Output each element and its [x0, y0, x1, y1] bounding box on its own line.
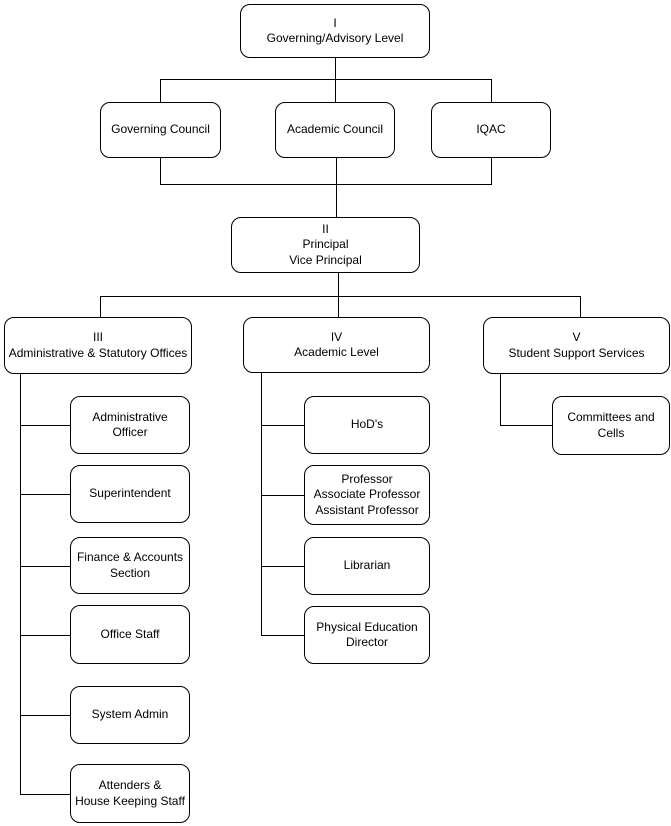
connector-row2-top-bus: [160, 79, 492, 80]
node-academic-level: IV Academic Level: [243, 317, 430, 373]
connector-stub-superintendent: [20, 494, 70, 495]
connector-stub-administrative-officer: [20, 425, 70, 426]
node-student-support-services: V Student Support Services: [483, 317, 670, 374]
connector-level3-spine: [20, 374, 21, 795]
connector-stub-finance: [20, 566, 70, 567]
node-physical-education-director: Physical Education Director: [304, 606, 430, 664]
connector-stub-librarian: [261, 566, 304, 567]
node-iqac: IQAC: [431, 102, 551, 158]
node-attenders-house-keeping: Attenders & House Keeping Staff: [70, 764, 190, 823]
connector-level5-drop: [580, 296, 581, 317]
node-governing-council: Governing Council: [100, 102, 221, 158]
node-governing-advisory-level: I Governing/Advisory Level: [240, 4, 430, 58]
connector-stub-office-staff: [20, 635, 70, 636]
node-office-staff: Office Staff: [70, 605, 190, 664]
node-principal-vice-principal: II Principal Vice Principal: [231, 217, 420, 273]
connector-level5-spine: [500, 374, 501, 425]
connector-academic-council-drop: [335, 79, 336, 102]
connector-stub-committees: [500, 425, 552, 426]
connector-to-principal: [336, 158, 337, 217]
node-hods: HoD's: [304, 396, 430, 454]
node-academic-council: Academic Council: [275, 102, 395, 158]
connector-stub-ped: [261, 635, 304, 636]
connector-principal-drop: [338, 273, 339, 296]
connector-stub-professors: [261, 495, 304, 496]
connector-level4-spine: [261, 373, 262, 635]
node-professors: Professor Associate Professor Assistant …: [304, 465, 430, 525]
connector-stub-system-admin: [20, 715, 70, 716]
node-committees-and-cells: Committees and Cells: [552, 396, 670, 455]
node-administrative-statutory-offices: III Administrative & Statutory Offices: [4, 317, 192, 374]
connector-level3-drop: [100, 296, 101, 317]
connector-iqac-drop: [491, 79, 492, 102]
connector-iqac-down: [491, 158, 492, 184]
node-librarian: Librarian: [304, 537, 430, 595]
connector-governing-council-down: [160, 158, 161, 184]
connector-row3-bus: [100, 296, 580, 297]
node-superintendent: Superintendent: [70, 465, 190, 523]
connector-stub-attenders: [20, 794, 70, 795]
connector-governing-council-drop: [160, 79, 161, 102]
connector-row2-bottom-bus: [160, 184, 492, 185]
connector-stub-hods: [261, 425, 304, 426]
node-finance-accounts-section: Finance & Accounts Section: [70, 537, 190, 594]
connector-l1-drop: [335, 58, 336, 79]
node-administrative-officer: Administrative Officer: [70, 396, 190, 454]
connector-level4-drop: [338, 296, 339, 317]
node-system-admin: System Admin: [70, 686, 190, 744]
